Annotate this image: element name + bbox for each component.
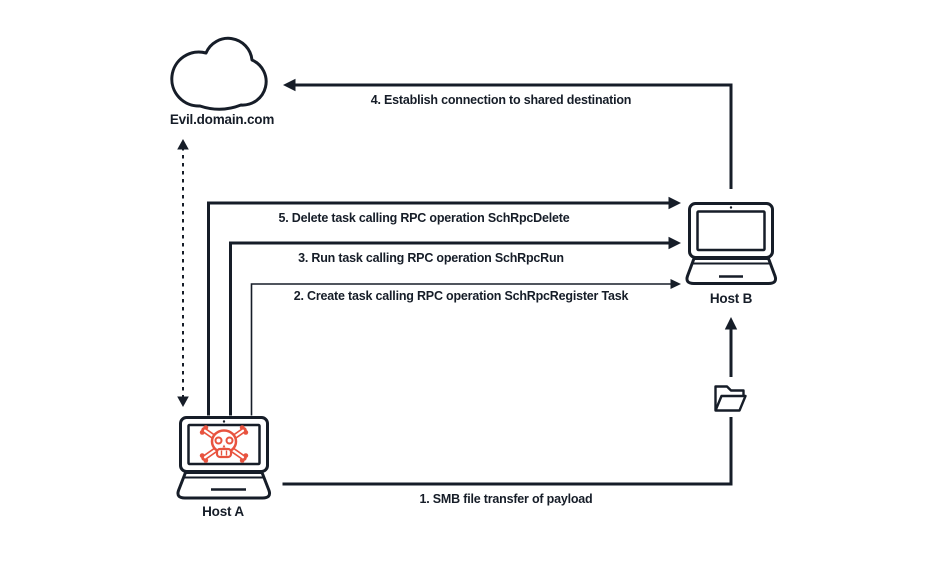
webcam-dot-icon bbox=[222, 420, 226, 423]
step-3-arrow bbox=[229, 236, 681, 416]
step-1-arrow bbox=[282, 317, 738, 486]
arrowhead-right-icon bbox=[670, 279, 681, 289]
step-1-label: 1. SMB file transfer of payload bbox=[419, 492, 593, 506]
webcam-dot-icon bbox=[729, 206, 733, 209]
laptop-base bbox=[685, 257, 778, 285]
step-5-arrow bbox=[207, 196, 681, 416]
step-4-arrow bbox=[283, 78, 733, 189]
host-b-laptop-icon bbox=[685, 202, 778, 285]
folder-icon bbox=[710, 377, 754, 417]
host-a-laptop-icon bbox=[176, 416, 272, 500]
cloud-icon bbox=[170, 36, 268, 111]
arrowhead-up-icon bbox=[724, 317, 738, 330]
step-4-label: 4. Establish connection to shared destin… bbox=[370, 93, 632, 107]
host-b-label: Host B bbox=[709, 291, 753, 306]
laptop-base bbox=[176, 471, 272, 500]
step-5-label: 5. Delete task calling RPC operation Sch… bbox=[278, 211, 570, 225]
host-a-label: Host A bbox=[202, 504, 244, 519]
step-2-label: 2. Create task calling RPC operation Sch… bbox=[293, 289, 629, 303]
arrowhead-right-icon bbox=[668, 236, 681, 250]
arrowhead-right-icon bbox=[668, 196, 681, 210]
step-2-arrow bbox=[250, 279, 681, 416]
skull-crossbones-icon bbox=[199, 425, 249, 463]
arrowhead-down-icon bbox=[177, 396, 189, 407]
cloud-label: Evil.domain.com bbox=[169, 112, 275, 127]
dashed-c2-link-arrow bbox=[177, 139, 189, 407]
arrowhead-left-icon bbox=[283, 78, 296, 92]
arrowhead-up-icon bbox=[177, 139, 189, 150]
laptop-screen bbox=[696, 210, 766, 252]
step-3-label: 3. Run task calling RPC operation SchRpc… bbox=[298, 251, 564, 265]
